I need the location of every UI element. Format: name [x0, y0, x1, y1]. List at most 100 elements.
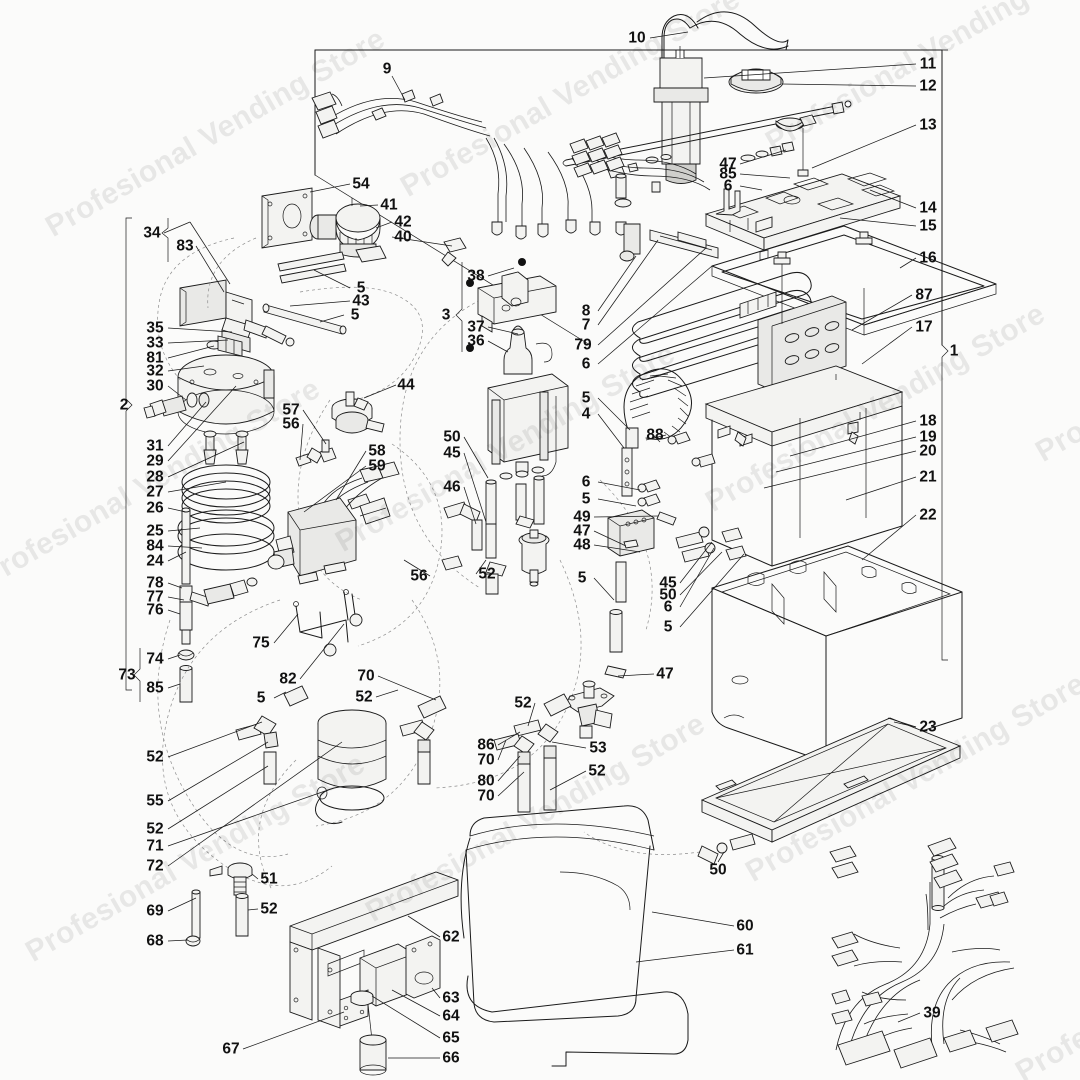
- callout-number[interactable]: 61: [736, 941, 754, 959]
- callout-number[interactable]: 15: [919, 217, 937, 235]
- callout-number[interactable]: 46: [443, 478, 461, 496]
- callout-number[interactable]: 76: [146, 601, 164, 619]
- callout-number[interactable]: 56: [282, 415, 300, 433]
- callout-number[interactable]: 19: [919, 428, 937, 446]
- callout-number[interactable]: 73: [118, 666, 136, 684]
- callout-number[interactable]: 44: [397, 376, 415, 394]
- callout-number[interactable]: 85: [719, 165, 737, 183]
- callout-number[interactable]: 50: [709, 861, 727, 879]
- callout-number[interactable]: 6: [723, 177, 733, 195]
- callout-number[interactable]: 68: [146, 932, 164, 950]
- callout-number[interactable]: 52: [355, 688, 373, 706]
- callout-number[interactable]: 34: [143, 224, 161, 242]
- callout-number[interactable]: 65: [442, 1029, 460, 1047]
- callout-number[interactable]: 16: [919, 249, 937, 267]
- callout-number[interactable]: 29: [146, 452, 164, 470]
- callout-number[interactable]: 66: [442, 1049, 460, 1067]
- callout-number[interactable]: 47: [719, 155, 737, 173]
- callout-number[interactable]: 82: [279, 670, 297, 688]
- callout-number[interactable]: 57: [282, 401, 300, 419]
- callout-number[interactable]: 52: [478, 565, 496, 583]
- callout-number[interactable]: 5: [350, 306, 360, 324]
- callout-number[interactable]: 32: [146, 362, 164, 380]
- callout-number[interactable]: 1: [949, 342, 959, 360]
- callout-number[interactable]: 88: [646, 426, 664, 444]
- callout-number[interactable]: 60: [736, 917, 754, 935]
- callout-number[interactable]: 50: [659, 586, 677, 604]
- callout-number[interactable]: 70: [357, 667, 375, 685]
- callout-number[interactable]: 87: [915, 286, 933, 304]
- callout-number[interactable]: 39: [923, 1004, 941, 1022]
- callout-number[interactable]: 31: [146, 437, 164, 455]
- callout-number[interactable]: 78: [146, 574, 164, 592]
- callout-number[interactable]: 38: [467, 267, 485, 285]
- callout-number[interactable]: 35: [146, 319, 164, 337]
- callout-number[interactable]: 47: [573, 522, 591, 540]
- callout-number[interactable]: 22: [919, 506, 937, 524]
- callout-number[interactable]: 59: [368, 457, 386, 475]
- callout-number[interactable]: 41: [380, 196, 398, 214]
- callout-number[interactable]: 53: [589, 739, 607, 757]
- callout-number[interactable]: 84: [146, 537, 164, 555]
- callout-number[interactable]: 62: [442, 928, 460, 946]
- callout-number[interactable]: 52: [146, 820, 164, 838]
- callout-number[interactable]: 75: [252, 634, 270, 652]
- callout-number[interactable]: 56: [410, 567, 428, 585]
- callout-number[interactable]: 67: [222, 1040, 240, 1058]
- callout-number[interactable]: 6: [581, 355, 591, 373]
- callout-number[interactable]: 54: [352, 175, 370, 193]
- callout-number[interactable]: 12: [919, 77, 937, 95]
- callout-number[interactable]: 5: [577, 569, 587, 587]
- callout-number[interactable]: 11: [919, 55, 937, 73]
- callout-number[interactable]: 51: [260, 870, 278, 888]
- callout-number[interactable]: 2: [119, 396, 129, 414]
- callout-number[interactable]: 63: [442, 989, 460, 1007]
- callout-number[interactable]: 4: [581, 405, 591, 423]
- callout-number[interactable]: 25: [146, 522, 164, 540]
- callout-number[interactable]: 83: [176, 237, 194, 255]
- callout-number[interactable]: 74: [146, 650, 164, 668]
- callout-number[interactable]: 47: [656, 665, 674, 683]
- callout-number[interactable]: 6: [581, 473, 591, 491]
- callout-number[interactable]: 3: [441, 306, 451, 324]
- callout-number[interactable]: 79: [574, 336, 592, 354]
- callout-number[interactable]: 7: [581, 316, 591, 334]
- callout-number[interactable]: 45: [443, 444, 461, 462]
- callout-number[interactable]: 21: [919, 468, 937, 486]
- callout-number[interactable]: 77: [146, 588, 164, 606]
- callout-number[interactable]: 70: [477, 787, 495, 805]
- callout-number[interactable]: 52: [260, 900, 278, 918]
- callout-number[interactable]: 50: [443, 428, 461, 446]
- callout-number[interactable]: 20: [919, 442, 937, 460]
- callout-number[interactable]: 64: [442, 1007, 460, 1025]
- callout-number[interactable]: 5: [581, 389, 591, 407]
- callout-number[interactable]: 5: [256, 689, 266, 707]
- callout-number[interactable]: 10: [628, 29, 646, 47]
- callout-number[interactable]: 26: [146, 499, 164, 517]
- callout-number[interactable]: 36: [467, 332, 485, 350]
- callout-number[interactable]: 48: [573, 536, 591, 554]
- callout-number[interactable]: 72: [146, 857, 164, 875]
- callout-number[interactable]: 30: [146, 377, 164, 395]
- callout-number[interactable]: 52: [514, 694, 532, 712]
- callout-number[interactable]: 27: [146, 483, 164, 501]
- callout-number[interactable]: 28: [146, 468, 164, 486]
- callout-number[interactable]: 85: [146, 679, 164, 697]
- callout-number[interactable]: 69: [146, 902, 164, 920]
- callout-number[interactable]: 9: [382, 60, 392, 78]
- callout-number[interactable]: 43: [352, 292, 370, 310]
- callout-number[interactable]: 18: [919, 412, 937, 430]
- callout-number[interactable]: 40: [394, 228, 412, 246]
- callout-number[interactable]: 14: [919, 199, 937, 217]
- callout-number[interactable]: 86: [477, 736, 495, 754]
- callout-number[interactable]: 23: [919, 718, 937, 736]
- callout-number[interactable]: 6: [663, 598, 673, 616]
- callout-number[interactable]: 80: [477, 772, 495, 790]
- callout-number[interactable]: 33: [146, 334, 164, 352]
- callout-number[interactable]: 70: [477, 751, 495, 769]
- callout-number[interactable]: 71: [146, 837, 164, 855]
- callout-number[interactable]: 5: [663, 618, 673, 636]
- callout-number[interactable]: 52: [588, 762, 606, 780]
- callout-number[interactable]: 52: [146, 748, 164, 766]
- callout-number[interactable]: 13: [919, 116, 937, 134]
